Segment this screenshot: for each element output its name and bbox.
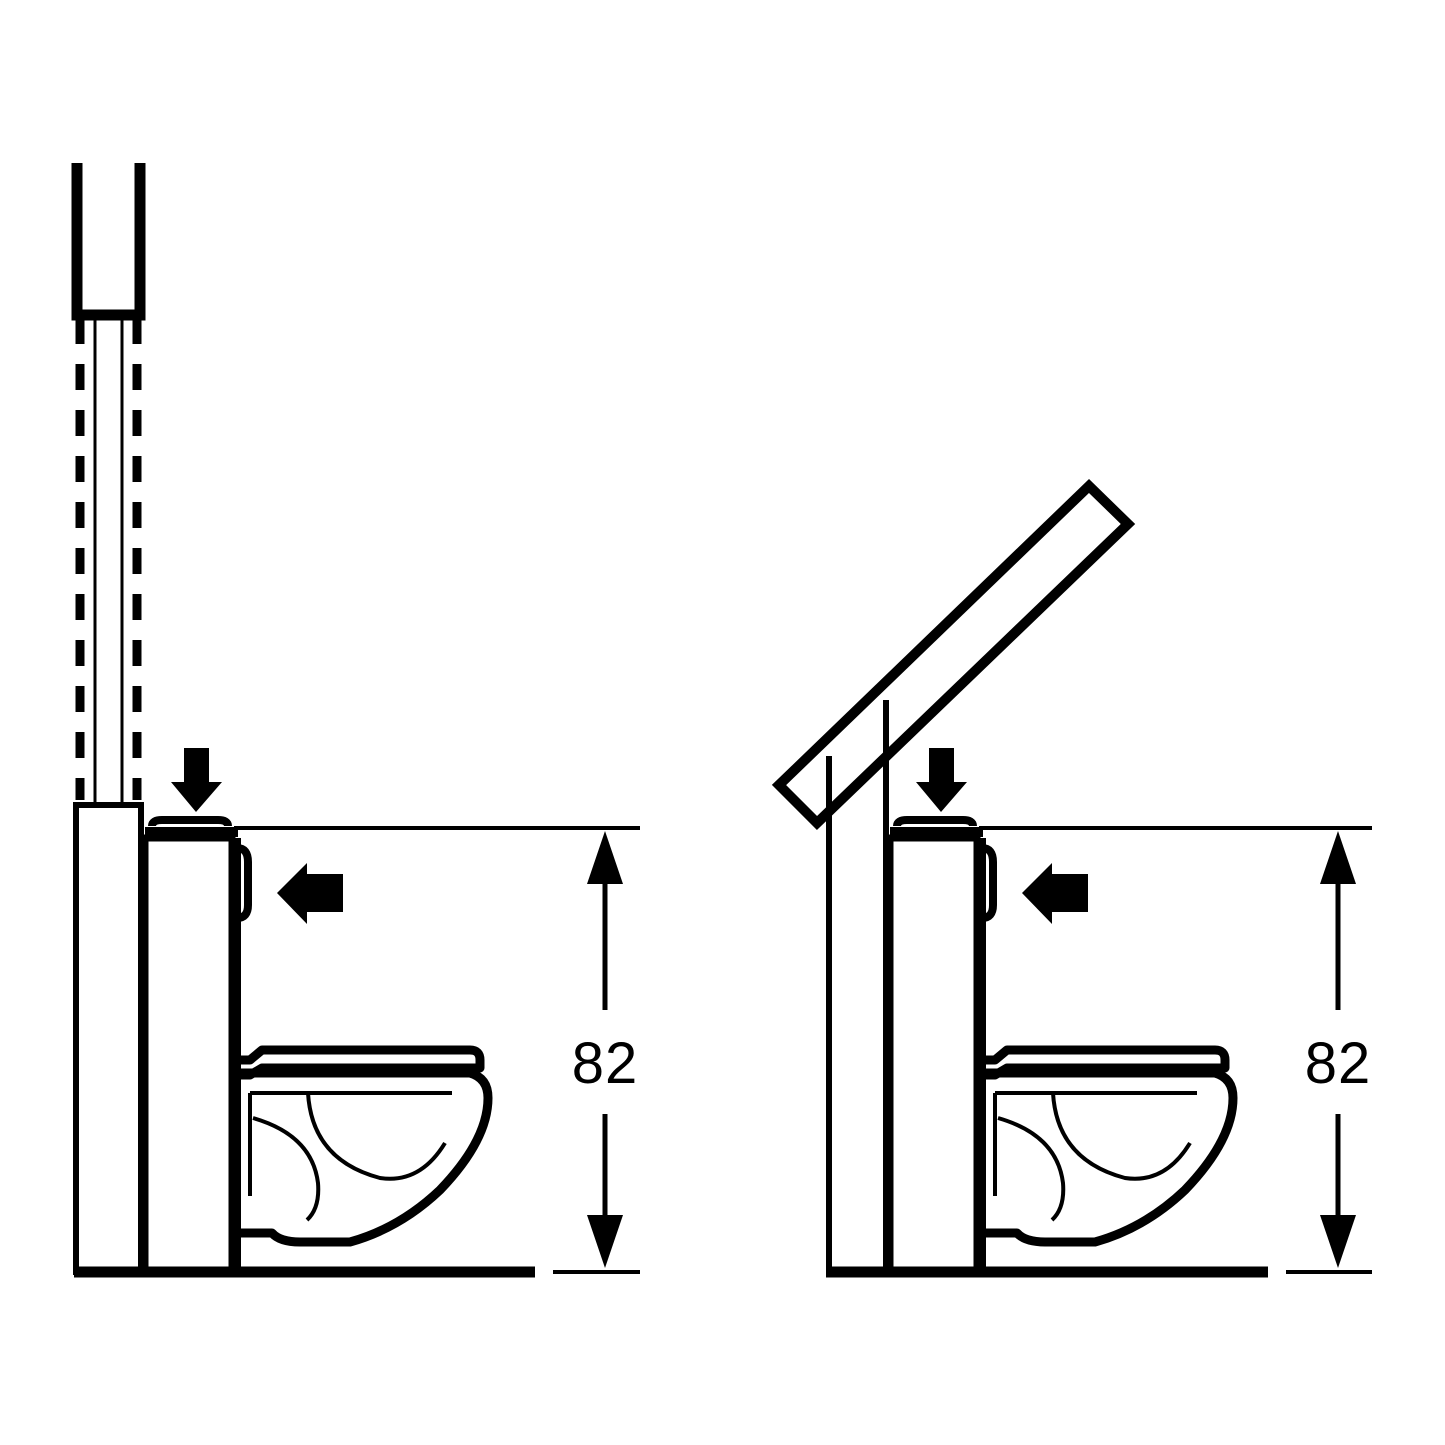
toilet-bowl (238, 1068, 493, 1247)
dimension-value-right: 82 (1305, 1031, 1372, 1096)
dimension-arrow (587, 831, 623, 1268)
toilet-bowl (983, 1068, 1238, 1247)
concealed-cistern (141, 834, 241, 1276)
bowl-curve-upper (1051, 1092, 1192, 1181)
hidden-outline (75, 318, 142, 805)
right-view: 82 (771, 479, 1372, 1278)
flush-plate-side-tab (981, 844, 997, 922)
press-down-arrow (171, 748, 222, 812)
wall-panel (73, 802, 144, 1275)
bowl-curve-lower (997, 1116, 1066, 1222)
left-view: 82 (71, 163, 640, 1278)
toilet-seat (232, 1045, 485, 1080)
flush-plate-nub (893, 816, 977, 827)
toilet-seat (977, 1045, 1230, 1080)
flush-actuator-plate (890, 816, 997, 922)
dimension-value-left: 82 (572, 1031, 639, 1096)
toilet-lid-open (771, 479, 1136, 831)
bowl-curve-upper (306, 1092, 447, 1181)
press-in-arrow (277, 863, 343, 924)
wall-panel (826, 700, 889, 1272)
press-down-arrow (916, 748, 967, 812)
flush-plate-nub (148, 816, 232, 827)
press-in-arrow (1022, 863, 1088, 924)
bowl-curve-lower (252, 1116, 321, 1222)
flush-actuator-plate (145, 816, 252, 922)
concealed-cistern (886, 834, 986, 1276)
dimension-extension-lines (234, 826, 640, 1274)
dimension-extension-lines (979, 826, 1372, 1274)
toilet-lid-closed (71, 163, 146, 321)
dimension-arrow (1320, 831, 1356, 1268)
flush-plate-side-tab (236, 844, 252, 922)
